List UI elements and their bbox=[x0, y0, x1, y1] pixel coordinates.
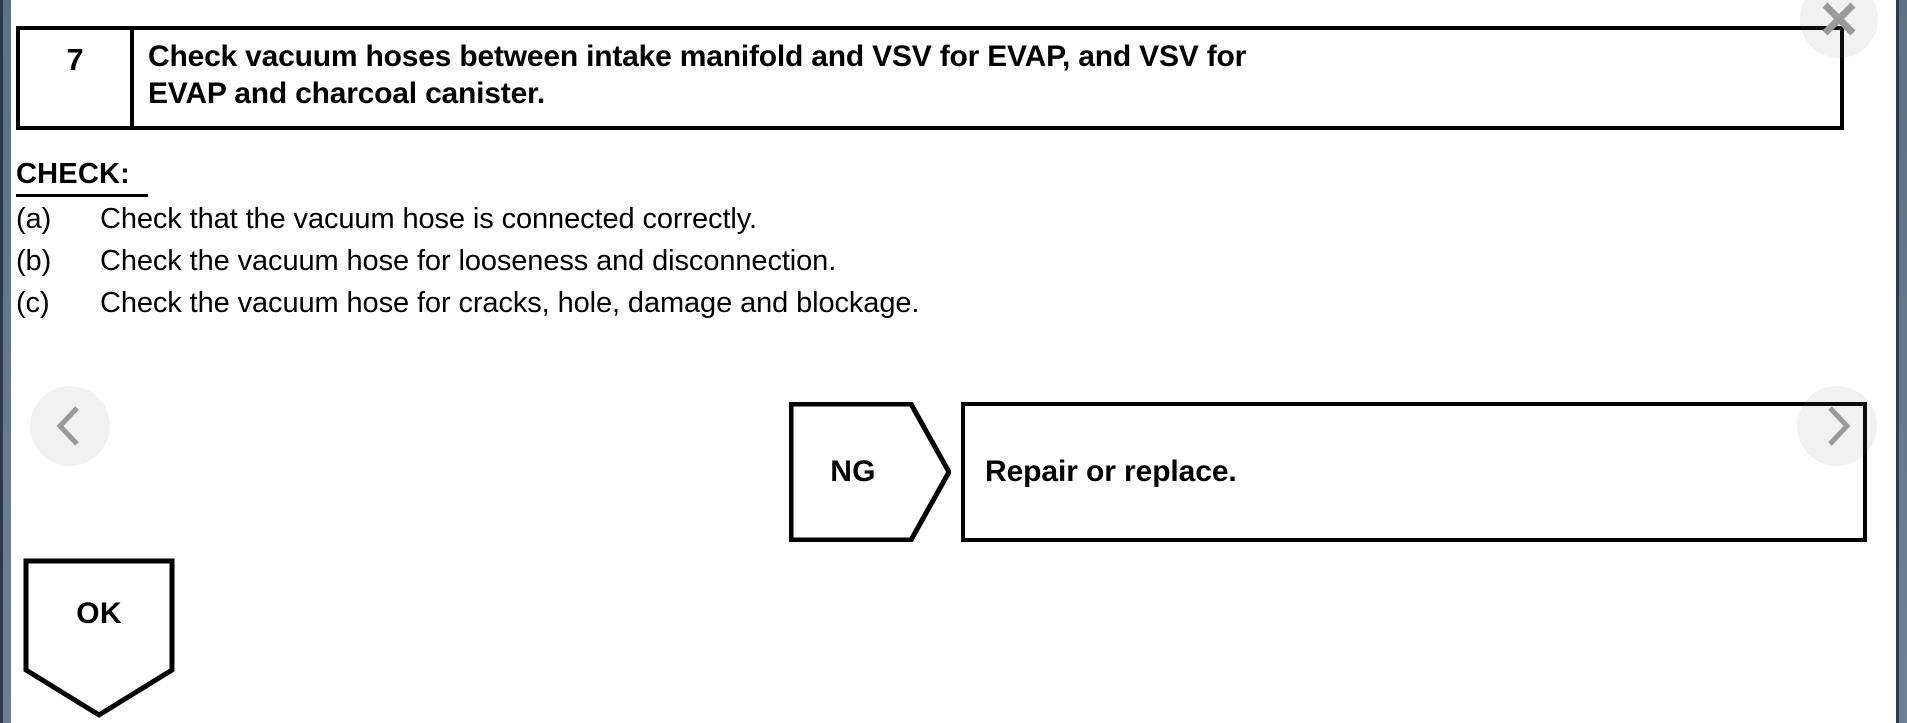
close-icon bbox=[1815, 0, 1863, 43]
list-item-marker: (c) bbox=[16, 287, 50, 319]
ng-label: NG bbox=[830, 455, 876, 488]
step-title-line-2: EVAP and charcoal canister. bbox=[148, 77, 546, 111]
viewer-left-edge-band bbox=[0, 0, 11, 723]
list-item-marker: (b) bbox=[16, 245, 52, 277]
next-image-button[interactable] bbox=[1797, 386, 1877, 466]
viewer-right-hairline bbox=[1896, 0, 1899, 723]
list-item-marker: (a) bbox=[16, 203, 52, 235]
ng-arrow-shape: NG bbox=[789, 402, 951, 542]
ok-label-wrap: OK bbox=[23, 558, 175, 670]
check-heading: CHECK: bbox=[16, 158, 148, 197]
repair-or-replace-box: Repair or replace. bbox=[961, 402, 1867, 542]
check-heading-underline bbox=[16, 194, 148, 197]
list-item-text: Check the vacuum hose for looseness and … bbox=[100, 245, 837, 277]
step-header-box: 7 Check vacuum hoses between intake mani… bbox=[16, 26, 1844, 130]
step-title-cell: Check vacuum hoses between intake manifo… bbox=[134, 30, 1840, 126]
viewer-right-edge-band bbox=[1896, 0, 1907, 723]
check-item-list: (a) Check that the vacuum hose is connec… bbox=[16, 203, 1516, 329]
list-item-text: Check the vacuum hose for cracks, hole, … bbox=[100, 287, 920, 319]
list-item-text: Check that the vacuum hose is connected … bbox=[100, 203, 757, 235]
list-item: (a) Check that the vacuum hose is connec… bbox=[16, 203, 1516, 245]
list-item: (c) Check the vacuum hose for cracks, ho… bbox=[16, 287, 1516, 329]
ok-label: OK bbox=[76, 597, 122, 630]
step-number: 7 bbox=[66, 42, 84, 77]
chevron-right-icon bbox=[1817, 403, 1857, 449]
repair-or-replace-label: Repair or replace. bbox=[985, 455, 1237, 488]
viewer-left-hairline bbox=[0, 0, 3, 723]
step-number-cell: 7 bbox=[20, 30, 134, 126]
ok-arrow-shape: OK bbox=[23, 558, 175, 718]
check-heading-label: CHECK: bbox=[16, 158, 130, 190]
list-item: (b) Check the vacuum hose for looseness … bbox=[16, 245, 1516, 287]
ng-label-wrap: NG bbox=[789, 402, 917, 542]
scanned-manual-page: 7 Check vacuum hoses between intake mani… bbox=[11, 0, 1896, 723]
previous-image-button[interactable] bbox=[30, 386, 110, 466]
chevron-left-icon bbox=[50, 403, 90, 449]
step-title-line-1: Check vacuum hoses between intake manifo… bbox=[148, 40, 1247, 73]
